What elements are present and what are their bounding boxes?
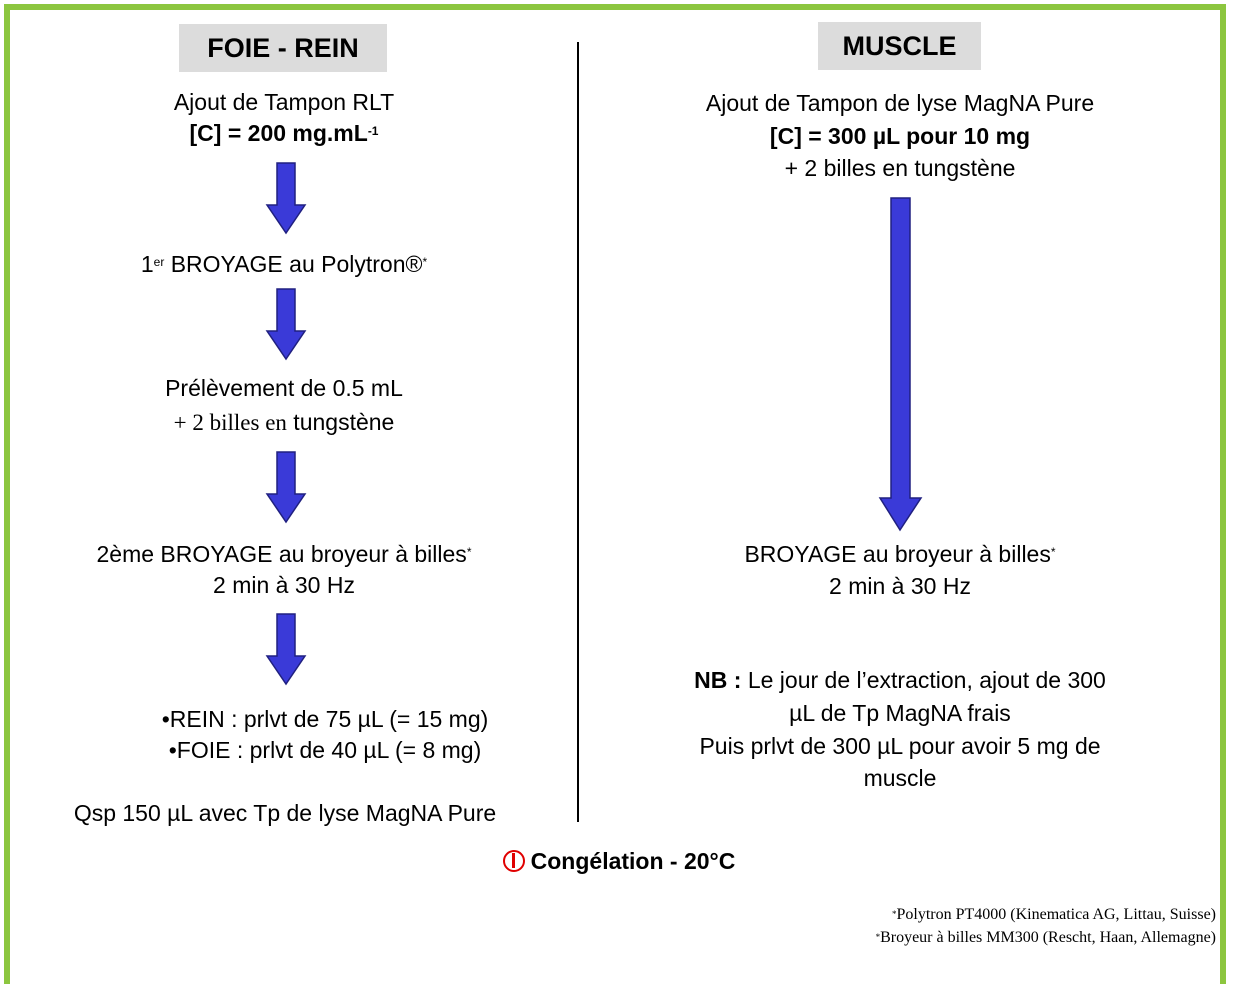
green-frame: [4, 4, 1226, 984]
right-nb-line4: muscle: [863, 765, 937, 791]
left-step5-rein: •REIN : prlvt de 75 µL (= 15 mg): [161, 706, 489, 732]
left-step3-line1: Prélèvement de 0.5 mL: [165, 375, 403, 401]
right-step2-line1: BROYAGE au broyeur à billes*: [744, 541, 1056, 567]
right-step1-line3: + 2 billes en tungstène: [784, 155, 1016, 181]
footnote-polytron: *Polytron PT4000 (Kinematica AG, Littau,…: [891, 906, 1216, 923]
left-step3-line2: + 2 billes en tungstène: [173, 409, 395, 435]
left-step5-foie: •FOIE : prlvt de 40 µL (= 8 mg): [168, 737, 482, 763]
header-foie-rein: FOIE - REIN: [179, 24, 387, 72]
arrow-down-icon: [265, 451, 307, 524]
header-muscle: MUSCLE: [818, 22, 981, 70]
right-nb-line1: NB : Le jour de l’extraction, ajout de 3…: [694, 667, 1106, 693]
right-nb-line2: µL de Tp MagNA frais: [789, 700, 1011, 726]
footnote-broyeur: *Broyeur à billes MM300 (Rescht, Haan, A…: [875, 929, 1216, 946]
arrow-down-icon: [265, 613, 307, 686]
congelation-label: Congélation - 20°C: [0, 846, 1238, 877]
column-divider: [577, 42, 579, 822]
power-icon: [502, 850, 525, 872]
left-step6: Qsp 150 µL avec Tp de lyse MagNA Pure: [73, 800, 497, 826]
right-step1-line2: [C] = 300 µL pour 10 mg: [769, 123, 1031, 149]
arrow-down-icon: [878, 197, 923, 532]
left-step4-line2: 2 min à 30 Hz: [213, 572, 355, 598]
arrow-down-icon: [265, 288, 307, 361]
left-step2: 1er BROYAGE au Polytron®*: [140, 251, 428, 277]
arrow-down-icon: [265, 162, 307, 235]
right-nb-line3: Puis prlvt de 300 µL pour avoir 5 mg de: [699, 733, 1101, 759]
left-step1-line1: Ajout de Tampon RLT: [173, 89, 395, 115]
left-step4-line1: 2ème BROYAGE au broyeur à billes*: [96, 541, 472, 567]
right-step2-line2: 2 min à 30 Hz: [829, 573, 971, 599]
right-step1-line1: Ajout de Tampon de lyse MagNA Pure: [705, 90, 1095, 116]
left-step1-line2: [C] = 200 mg.mL-1: [189, 120, 379, 146]
